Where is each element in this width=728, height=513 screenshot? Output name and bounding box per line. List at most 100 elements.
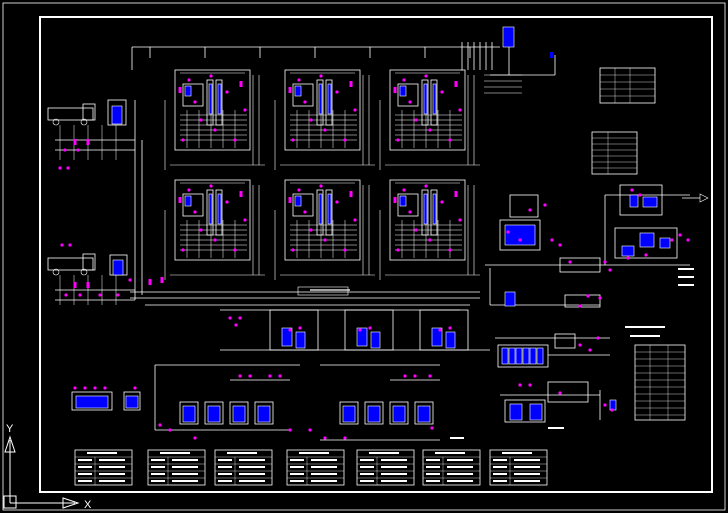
table-text-mark <box>99 459 125 461</box>
truck-cab <box>82 103 96 121</box>
valve-symbol <box>238 374 242 378</box>
equipment-block <box>515 347 523 365</box>
valve-symbol <box>168 428 172 432</box>
table-text-mark <box>447 473 473 475</box>
side-table <box>599 67 656 104</box>
equipment-block <box>423 83 428 115</box>
equipment-block <box>529 403 543 421</box>
valve-symbol <box>644 253 648 257</box>
wheel <box>52 118 60 126</box>
equipment-block <box>432 83 437 115</box>
reactor-frame <box>614 227 678 259</box>
equipment-block <box>417 405 431 423</box>
process-unit <box>164 69 265 170</box>
valve-symbol <box>518 238 522 242</box>
valve-symbol <box>225 90 229 94</box>
equipment-block <box>75 395 109 409</box>
valve-symbol <box>209 74 213 78</box>
table-text-mark <box>290 480 304 482</box>
valve-symbol <box>335 90 339 94</box>
equipment-block <box>208 83 213 115</box>
valve-symbol <box>408 100 412 104</box>
legend-text-mark <box>678 284 694 286</box>
table-text-mark <box>290 466 304 468</box>
table-text-mark <box>239 473 265 475</box>
equipment-block <box>257 405 271 423</box>
equipment-block <box>112 259 124 276</box>
table-text-mark <box>218 480 232 482</box>
table-text-mark <box>218 459 232 461</box>
equipment-block <box>232 405 246 423</box>
legend-text-mark <box>450 437 464 439</box>
equipment-block <box>639 232 655 248</box>
equipment-block <box>217 83 222 115</box>
table-frame <box>286 449 345 486</box>
valve-symbol <box>603 260 607 264</box>
valve-symbol <box>349 81 353 87</box>
valve-symbol <box>58 166 62 170</box>
valve-symbols <box>58 74 690 440</box>
equipment-block <box>182 405 196 423</box>
equipment-block <box>294 195 302 207</box>
valve-symbol <box>199 228 203 232</box>
valve-symbol <box>368 326 372 330</box>
valve-symbol <box>343 248 347 252</box>
equipment-block <box>327 193 332 225</box>
tank-frame <box>364 401 384 425</box>
pump-frame <box>509 194 539 218</box>
valve-symbol <box>458 218 462 222</box>
table-text-mark <box>78 480 92 482</box>
valve-symbol <box>303 210 307 214</box>
table-text-mark <box>493 459 507 461</box>
reactor-frame <box>619 184 663 216</box>
filter-bank <box>504 399 546 423</box>
table-text-mark <box>447 459 473 461</box>
table-text-mark <box>239 459 265 461</box>
valve-symbol <box>528 208 532 212</box>
valve-symbol <box>278 374 282 378</box>
tank-frame <box>254 401 274 425</box>
valve-symbol <box>458 108 462 112</box>
equipment-block <box>356 327 368 347</box>
valve-symbol <box>568 260 572 264</box>
equipment-block <box>508 347 516 365</box>
valve-symbol <box>187 188 191 192</box>
table-title-mark <box>227 452 257 454</box>
table-text-mark <box>360 466 374 468</box>
valve-symbol <box>68 243 72 247</box>
valve-symbol <box>393 87 397 93</box>
valve-symbol <box>558 391 562 395</box>
equipment-block <box>294 85 302 97</box>
valve-symbol <box>308 428 312 432</box>
valve-symbol <box>199 118 203 122</box>
valve-symbol <box>413 374 417 378</box>
table-text-mark <box>360 473 374 475</box>
table-text-mark <box>360 480 374 482</box>
valve-symbol <box>414 228 418 232</box>
valve-symbol <box>528 383 532 387</box>
wheel <box>80 268 88 276</box>
valve-symbol <box>408 210 412 214</box>
small-pump-frame <box>123 391 141 411</box>
valve-symbol <box>678 233 682 237</box>
table-text-mark <box>172 466 198 468</box>
equipment-block <box>432 193 437 225</box>
table-text-mark <box>381 466 407 468</box>
equipment-block <box>281 327 293 347</box>
table-frame <box>422 449 481 486</box>
flow-arrow <box>699 193 709 203</box>
valve-symbol <box>578 304 582 308</box>
valve-symbol <box>454 81 458 87</box>
storage-section <box>344 309 394 351</box>
valve-symbol <box>213 238 217 242</box>
equipment-block <box>431 327 443 347</box>
valve-symbol <box>193 100 197 104</box>
valve-symbol <box>543 203 547 207</box>
ucs-icon: Y X <box>3 423 92 511</box>
table-frame <box>599 67 656 104</box>
valve-symbol <box>670 238 674 242</box>
table-text-mark <box>239 466 265 468</box>
tank-frame <box>414 401 434 425</box>
